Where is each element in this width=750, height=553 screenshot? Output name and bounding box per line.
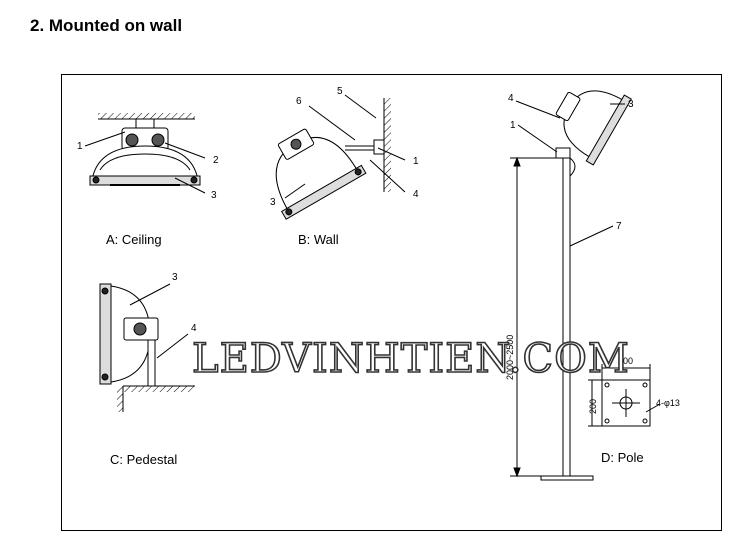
- ceiling-callout-1: 1: [77, 141, 83, 152]
- caption-ceiling: A: Ceiling: [106, 232, 162, 247]
- ceiling-callout-3: 3: [211, 190, 217, 201]
- pole-leader-7: [569, 225, 614, 247]
- pedestal-callout-3: 3: [172, 272, 178, 283]
- pole-callout-7: 7: [616, 221, 622, 232]
- ceiling-lamp-lens: [89, 175, 201, 186]
- pedestal-mount-figure: [99, 283, 195, 412]
- caption-pole: D: Pole: [601, 450, 644, 465]
- wall-leader-5: [344, 94, 377, 119]
- pedestal-post: [147, 339, 156, 387]
- pedestal-leader-3: [129, 283, 171, 306]
- pole-mount-figure: [510, 90, 661, 481]
- wall-lamp-lens: [280, 164, 367, 220]
- pedestal-lamp-lens: [99, 283, 112, 385]
- ceiling-callout-2: 2: [213, 155, 219, 166]
- ceiling-leader-3: [174, 177, 206, 194]
- pole-base: [540, 475, 594, 481]
- pole-leader-1: [517, 124, 558, 153]
- wall-leader-6: [308, 105, 356, 141]
- plate-width-label: 200: [618, 356, 633, 366]
- pedestal-callout-4: 4: [191, 323, 197, 334]
- wall-callout-1: 1: [413, 156, 419, 167]
- wall-callout-4: 4: [413, 189, 419, 200]
- wall-bracket: [373, 139, 385, 155]
- ceiling-leader-1: [84, 131, 126, 147]
- ceiling-lamp-housing: [91, 145, 199, 181]
- plate-height-label: 200: [588, 399, 598, 414]
- watermark-text: LEDVINHTIEN.COM: [192, 336, 630, 382]
- ceiling-leader-2: [164, 142, 206, 159]
- wall-callout-5: 5: [337, 86, 343, 97]
- ceiling-hatch: [98, 113, 195, 119]
- wall-hatch: [384, 98, 391, 192]
- pole-height-label: 2000~2500: [505, 335, 515, 380]
- wall-callout-6: 6: [296, 96, 302, 107]
- plate-holes-label: 4-φ13: [656, 398, 680, 408]
- pole-callout-1: 1: [510, 120, 516, 131]
- diagram-frame: [61, 74, 722, 531]
- pedestal-leader-4: [156, 333, 189, 359]
- wall-mount-figure: [275, 94, 406, 220]
- caption-pedestal: C: Pedestal: [110, 452, 177, 467]
- ceiling-mount-figure: [84, 113, 206, 194]
- pole-shaft: [562, 157, 571, 477]
- wall-callout-3: 3: [270, 197, 276, 208]
- pole-leader-4: [515, 100, 561, 119]
- pole-callout-3: 3: [628, 99, 634, 110]
- pole-bracket: [555, 147, 571, 159]
- pole-callout-4: 4: [508, 93, 514, 104]
- page-heading: 2. Mounted on wall: [30, 16, 183, 35]
- caption-wall: B: Wall: [298, 232, 339, 247]
